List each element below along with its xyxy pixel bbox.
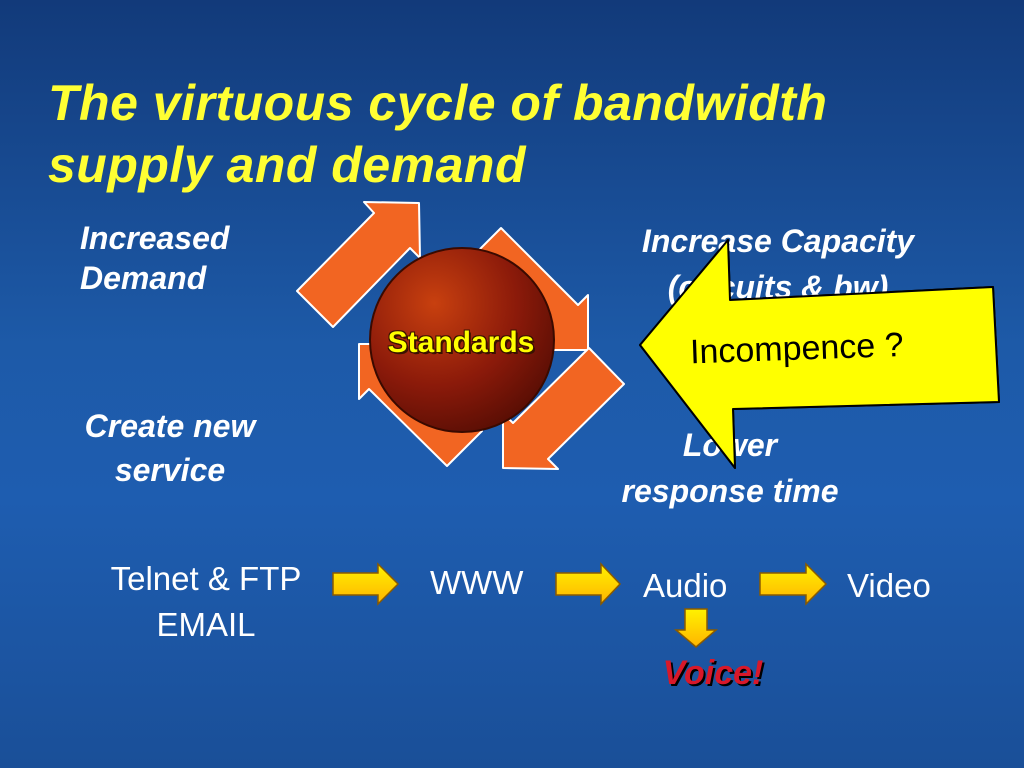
timeline-audio: Audio <box>643 567 728 604</box>
timeline-arrow-down <box>673 608 719 648</box>
title-line-2: supply and demand <box>48 137 527 193</box>
timeline-telnet-ftp-email: Telnet & FTP EMAIL <box>110 560 302 643</box>
cycle-arrow-up-right <box>296 201 421 328</box>
standards-circle <box>369 247 555 433</box>
timeline-arrow-2 <box>555 562 622 606</box>
cycle-arrow-down-left <box>502 347 625 470</box>
timeline-arrow-3 <box>759 562 828 606</box>
standards-label: Standards <box>387 326 535 359</box>
timeline-arrow-1 <box>332 562 400 606</box>
title-line-1: The virtuous cycle of bandwidth <box>48 75 828 131</box>
timeline-www: WWW <box>430 564 524 601</box>
increased-demand-label: Increased Demand <box>80 220 230 296</box>
timeline-video: Video <box>847 567 931 604</box>
slide-title: The virtuous cycle of bandwidth supply a… <box>48 72 1008 196</box>
timeline-voice: Voice! <box>662 654 764 692</box>
create-new-service-label: Create new service <box>84 408 256 488</box>
